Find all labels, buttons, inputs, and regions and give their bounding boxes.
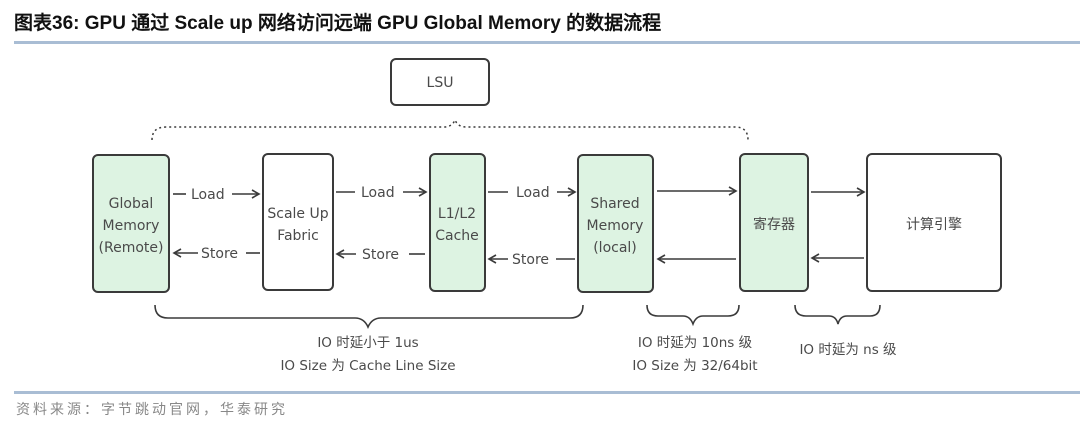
flow-gm-fabric: Load Store [172,187,261,262]
load-label: Load [191,187,225,203]
global-memory-label-2: Memory [103,218,160,234]
scale-up-fabric-box: Scale Up Fabric [262,153,334,291]
source-note: 资料来源：字节跳动官网，华泰研究 [16,402,288,418]
lsu-dotted-brace [151,118,749,141]
compute-engine-label: 计算引擎 [906,217,962,233]
lsu-label: LSU [427,75,454,91]
shared-memory-label-1: Shared [590,196,639,212]
cache-label-2: Cache [435,228,479,244]
shared-memory-box: Shared Memory (local) [577,154,654,293]
fabric-label-1: Scale Up [267,206,328,222]
store-label: Store [201,246,238,262]
lsu-box: LSU [390,58,490,106]
load-label: Load [516,185,550,201]
global-memory-label-3: (Remote) [99,240,164,256]
store-label: Store [362,247,399,263]
fabric-label-2: Fabric [277,228,319,244]
global-memory-label-1: Global [109,196,154,212]
register-label: 寄存器 [753,216,795,233]
load-label: Load [361,185,395,201]
note-latency-1us: IO 时延小于 1us [317,335,418,351]
note-latency-ns: IO 时延为 ns 级 [799,342,897,358]
shared-memory-label-2: Memory [587,218,644,234]
shared-memory-label-3: (local) [593,240,637,256]
footer-divider [14,391,1080,394]
cache-box: L1/L2 Cache [429,153,486,292]
register-box: 寄存器 [739,153,809,292]
flow-fabric-cache: Load Store [335,185,428,263]
flow-cache-shared: Load Store [487,185,577,268]
figure-title: 图表36: GPU 通过 Scale up 网络访问远端 GPU Global … [14,13,662,34]
store-label: Store [512,252,549,268]
brace-global-to-shared [154,304,584,329]
title-divider [14,41,1080,44]
brace-register-to-compute [794,304,881,325]
note-size-32-64bit: IO Size 为 32/64bit [632,358,757,374]
compute-engine-box: 计算引擎 [866,153,1002,292]
note-size-cacheline: IO Size 为 Cache Line Size [280,358,455,374]
global-memory-box: Global Memory (Remote) [92,154,170,293]
note-latency-10ns: IO 时延为 10ns 级 [638,335,753,351]
cache-label-1: L1/L2 [438,206,476,222]
brace-shared-to-register [646,304,740,327]
